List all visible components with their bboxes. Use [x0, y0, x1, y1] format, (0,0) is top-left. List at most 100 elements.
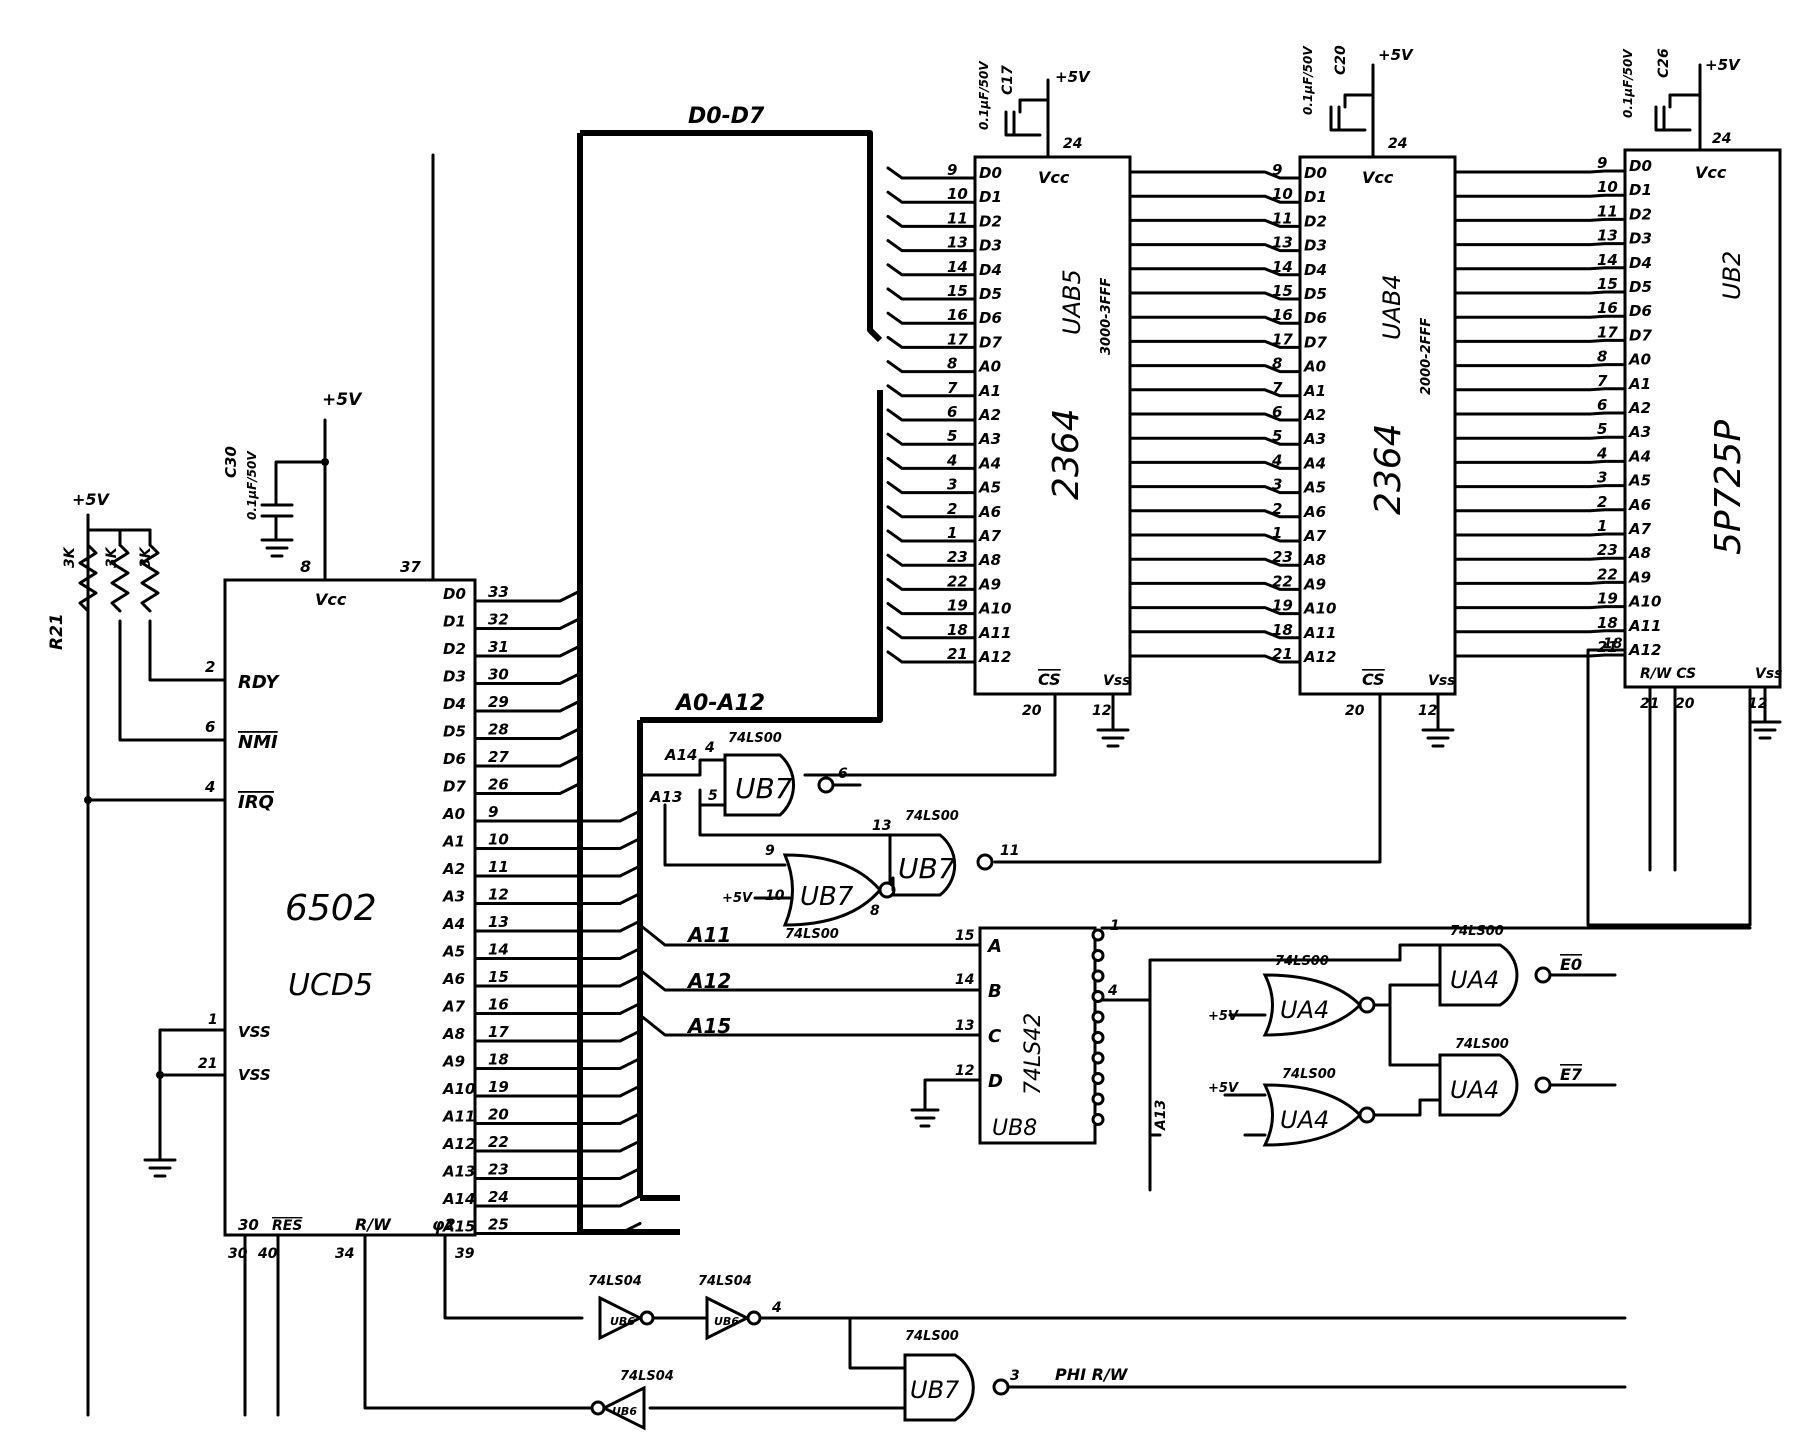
supply-label: +5V	[72, 490, 111, 509]
mem-interconnect-wire	[1453, 459, 1627, 464]
ub7-c-label: UB7	[800, 882, 854, 912]
cpu-rdy-pin: 2	[205, 658, 215, 676]
mem-pin-number: 13	[947, 234, 968, 252]
ub2-pin-20: 20	[1675, 696, 1695, 712]
mem-pin-d4: D4	[979, 261, 1002, 279]
decoder-input-wires	[638, 923, 982, 1037]
uab5-part: 2364	[1046, 408, 1087, 500]
ua4-a-label: UA4	[1280, 996, 1329, 1024]
mem-pin-a8: A8	[1628, 544, 1651, 562]
cpu-pin-number: 20	[488, 1106, 509, 1124]
mem-pin-number: 8	[947, 355, 957, 373]
mem-pin-number: 16	[947, 306, 968, 324]
mem-pin-d7: D7	[1629, 326, 1652, 344]
cpu-pin-number: 19	[488, 1078, 509, 1096]
mem-pin-number: 23	[947, 548, 968, 566]
mem-pin-a4: A4	[978, 454, 1001, 472]
cpu-pin-number: 16	[488, 996, 509, 1014]
mem-pin-number: 19	[947, 597, 968, 615]
mem-pin-d1: D1	[979, 188, 1002, 206]
gate-pin-5: 5	[708, 788, 718, 804]
mem-pin-number: 18	[1597, 614, 1618, 632]
mem-pin-number: 4	[946, 451, 957, 469]
mem-pin-number: 21	[1272, 645, 1293, 663]
cpu-bus-wire	[473, 837, 642, 850]
mem-interconnect-wire	[1128, 654, 1302, 664]
cpu-pin-number: 18	[488, 1051, 509, 1069]
ub2-vcc-pin: 24	[1712, 131, 1731, 147]
cpu-bus-wire	[473, 754, 582, 768]
mem-pin-a7: A7	[1628, 520, 1652, 538]
cpu-pin-number: 15	[488, 968, 509, 986]
c17-value: 0.1μF/50V	[977, 60, 991, 130]
decoder-pin-13: 13	[955, 1018, 974, 1034]
ub6-b-label: UB6	[714, 1315, 739, 1328]
cpu-bus-wire	[473, 672, 582, 685]
addr-a13-b: A13	[1153, 1100, 1169, 1131]
cpu-pin-a10: A10	[442, 1080, 475, 1098]
decoder-output-bubble	[1091, 928, 1105, 942]
cpu-pin-d6: D6	[443, 750, 466, 768]
cpu-pin-number: 30	[488, 666, 509, 684]
decoder-out4-wire	[1100, 958, 1402, 1182]
cpu-pin-a9: A9	[442, 1053, 465, 1071]
cpu-pin-d1: D1	[443, 613, 466, 631]
mem-interconnect-wire	[1453, 242, 1627, 247]
uab5-ref: UAB5	[1058, 269, 1086, 335]
decoder-out-1: 1	[1110, 918, 1120, 934]
decoder-74ls42-chip	[978, 926, 1097, 1145]
ub2-ref: UB2	[1718, 251, 1746, 300]
cpu-pin-number: 24	[488, 1188, 509, 1206]
mem-bus-wire	[886, 263, 977, 277]
mem-pin-a0: A0	[1303, 358, 1326, 376]
mem-pin-d0: D0	[1304, 164, 1327, 182]
cpu-bus-wire	[473, 809, 642, 823]
gate-bc-wires	[663, 803, 892, 867]
cpu-bus-wire	[473, 1194, 642, 1208]
mem-pin-number: 9	[947, 161, 957, 179]
mem-interconnect-wire	[1128, 485, 1302, 495]
address-bus-label: A0-A12	[674, 691, 765, 716]
cpu-pin-a15: A15	[442, 1218, 475, 1236]
mem-pin-a3: A3	[1303, 430, 1326, 448]
ua4-inputs	[1223, 1013, 1267, 1137]
mem-bus-wire	[886, 626, 977, 640]
uab4-part: 2364	[1368, 423, 1409, 515]
ub7-a-label: UB7	[735, 772, 793, 805]
mem-interconnect-wire	[1128, 291, 1302, 301]
mem-interconnect-wire	[1453, 363, 1627, 368]
ub2-vss-label: Vss	[1755, 666, 1783, 682]
cpu-pin-34: 34	[335, 1246, 354, 1262]
mem-pin-number: 7	[1597, 372, 1608, 390]
cpu-pin-d0: D0	[443, 585, 466, 603]
cpu-pin-number: 31	[488, 638, 509, 656]
decoder-output-bubbles	[1091, 928, 1105, 1126]
uab5-vss-pin: 12	[1092, 703, 1111, 719]
mem-pin-number: 3	[947, 476, 957, 494]
cpu-bus-wire	[473, 947, 642, 960]
mem-pin-number: 2	[1272, 500, 1282, 518]
cpu-pin-a0: A0	[442, 805, 465, 823]
mem-pin-a1: A1	[1628, 375, 1651, 393]
mem-pin-number: 11	[1597, 202, 1618, 220]
mem-pin-a3: A3	[1628, 423, 1651, 441]
mem-pin-d1: D1	[1629, 181, 1652, 199]
gate-pin-8: 8	[870, 903, 880, 919]
mem-pin-a0: A0	[978, 358, 1001, 376]
mem-pin-a12: A12	[1303, 648, 1336, 666]
mem-interconnect-wire	[1128, 218, 1302, 228]
decoder-in-a: A	[986, 936, 1002, 957]
mem-pin-d6: D6	[1629, 302, 1652, 320]
uab5-chip	[973, 155, 1132, 696]
mem-bus-wire	[886, 481, 977, 495]
cpu-pin-a6: A6	[442, 970, 465, 988]
mem-pin-number: 14	[947, 258, 968, 276]
cpu-rw-label: R/W	[355, 1215, 392, 1234]
ua4-supply-a: +5V	[1208, 1009, 1239, 1024]
cpu-bus-wire	[473, 644, 582, 658]
mem-pin-number: 1	[947, 524, 957, 542]
uab4-cs-label: CS	[1362, 670, 1385, 689]
mem-pin-a12: A12	[1628, 641, 1661, 659]
cpu-bus-wire	[473, 1139, 642, 1153]
